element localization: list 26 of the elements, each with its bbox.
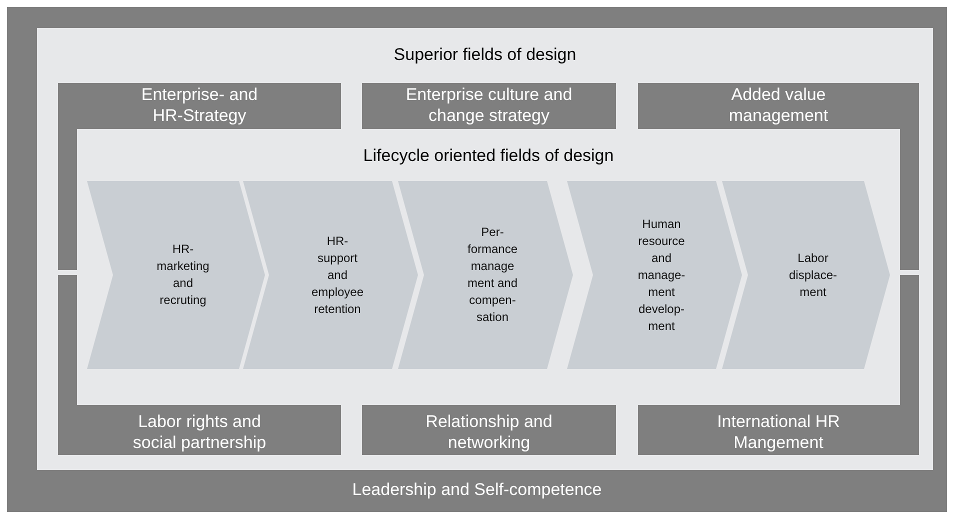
field-label: Relationship and networking: [424, 411, 554, 453]
step-label: Labor displace- ment: [788, 250, 838, 300]
panel-title: Lifecycle oriented fields of design: [363, 145, 614, 167]
field-box: [362, 405, 616, 455]
step-label: HR- support and employee retention: [310, 232, 365, 318]
inner-panel: [37, 28, 933, 470]
side-bar: [900, 129, 919, 270]
field-label: Labor rights and social partnership: [132, 411, 268, 453]
side-bar: [58, 129, 77, 270]
outer-frame: [7, 7, 947, 512]
side-bar: [900, 275, 919, 405]
side-bar: [58, 275, 77, 405]
field-label: Added value management: [728, 84, 830, 126]
step-label: Human resource and manage- ment develop- ment: [636, 216, 686, 334]
field-box: [638, 83, 919, 129]
field-label: Enterprise- and HR-Strategy: [140, 84, 259, 126]
field-label: Enterprise culture and change strategy: [404, 84, 574, 126]
field-box: [638, 405, 919, 455]
field-label: International HR Mangement: [716, 411, 841, 453]
field-box: [58, 405, 341, 455]
field-box: [362, 83, 616, 129]
step-label: Per- formance manage ment and compen- sation: [466, 224, 519, 326]
frame-title: Leadership and Self-competence: [352, 478, 602, 500]
step-label: HR- marketing and recruting: [156, 241, 210, 309]
panel-title: Superior fields of design: [394, 44, 576, 66]
field-box: [58, 83, 341, 129]
